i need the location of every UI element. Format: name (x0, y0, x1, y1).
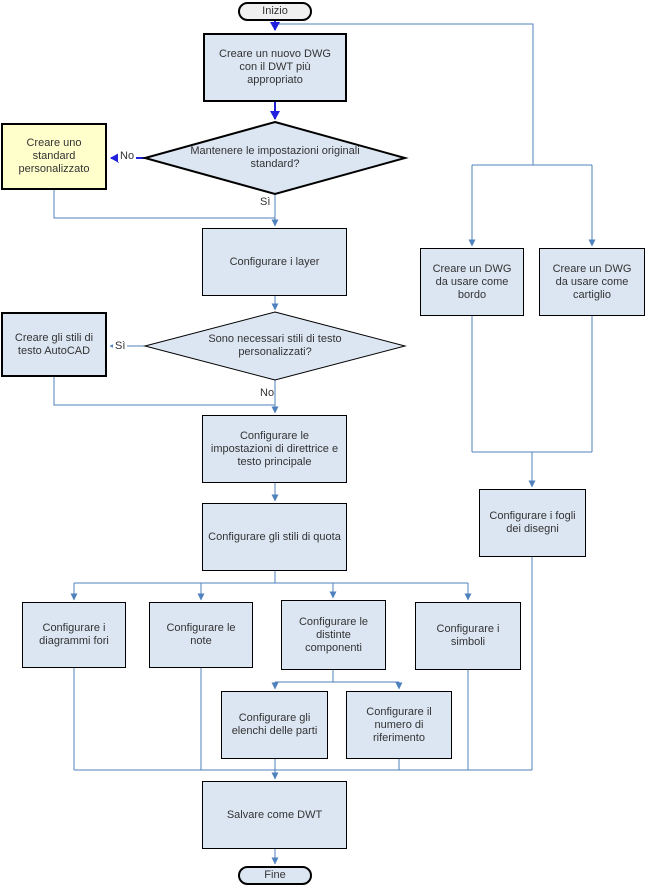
step-create-border-dwg: Creare un DWG da usare come bordo (420, 248, 524, 316)
step-configure-drawing-sheets: Configurare i fogli dei disegni (479, 489, 586, 557)
step-save-as-dwt: Salvare come DWT (202, 781, 347, 849)
decision-text-styles (143, 311, 407, 381)
step-configure-hole-charts: Configurare i diagrammi fori (22, 602, 126, 668)
step-create-text-styles: Creare gli stili di testo AutoCAD (1, 312, 107, 377)
edge-inizio-right-branch (277, 23, 534, 165)
edge-custom-standard-join (53, 190, 275, 219)
step-configure-boms: Configurare le distinte componenti (281, 600, 386, 670)
flow-connectors (53, 23, 596, 865)
edge-label-si-2: Sì (113, 340, 128, 352)
step-configure-balloon-number: Configurare il numero di riferimento (346, 691, 452, 759)
edge-label-no-2: No (260, 387, 275, 399)
step-create-custom-standard: Creare uno standard personalizzato (1, 123, 107, 190)
step-create-titleblock-dwg: Creare un DWG da usare come cartiglio (539, 248, 645, 316)
decision-keep-standard (141, 120, 409, 196)
edge-label-no-1: No (118, 150, 137, 162)
end-terminator: Fine (238, 866, 312, 885)
step-create-new-dwg: Creare un nuovo DWG con il DWT più appro… (203, 33, 347, 102)
edge-stili-join (53, 377, 275, 406)
decision-text-styles-label: Sono necessari stili di testo personaliz… (208, 333, 342, 358)
step-configure-layers: Configurare i layer (202, 228, 347, 296)
step-configure-symbols: Configurare i simboli (415, 602, 521, 670)
step-configure-dimension-styles: Configurare gli stili di quota (202, 503, 347, 571)
edge-label-si-1: Sì (260, 196, 271, 208)
step-configure-parts-lists: Configurare gli elenchi delle parti (221, 691, 328, 759)
step-configure-leader-text: Configurare le impostazioni di direttric… (202, 415, 347, 483)
start-terminator: Inizio (238, 2, 312, 21)
decision-keep-standard-label: Mantenere le impostazioni originali stan… (190, 145, 360, 170)
step-configure-notes: Configurare le note (149, 602, 253, 668)
